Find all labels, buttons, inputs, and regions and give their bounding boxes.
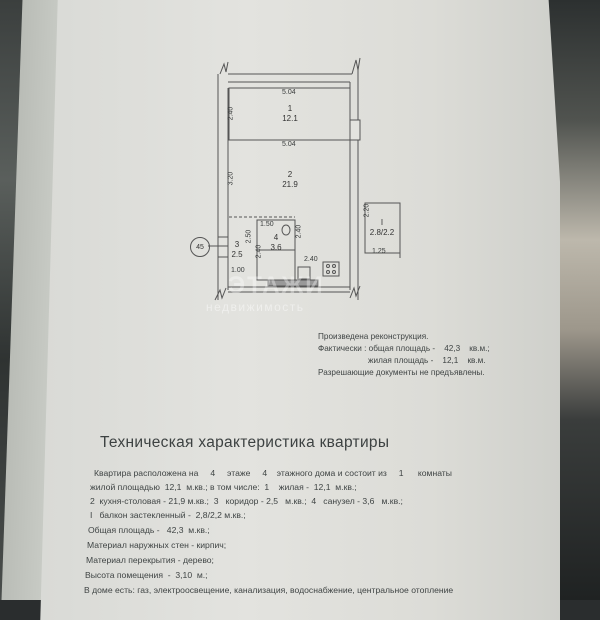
watermark-text: недвижимость <box>206 300 305 314</box>
spec-title: Техническая характеристика квартиры <box>100 434 390 451</box>
spec-line-utilities: В доме есть: газ, электроосвещение, кана… <box>84 585 454 595</box>
dim-corridor-width: 1.00 <box>231 267 245 274</box>
balcony-number: I <box>380 218 384 227</box>
note-total-area: Фактически : общая площадь - 42,3 кв.м.; <box>318 344 490 353</box>
spec-line-location: Квартира расположена на 4 этаже 4 этажно… <box>94 468 452 478</box>
note-living-area: жилая площадь - 12,1 кв.м. <box>318 356 486 365</box>
dim-middle-width: 5.04 <box>282 141 296 148</box>
dim-room2-height: 3.20 <box>227 171 235 186</box>
room-2-area: 21.9 <box>282 180 298 189</box>
floor-plan-drawing <box>208 57 401 301</box>
spec-line-ceiling: Материал перекрытия - дерево; <box>86 555 214 565</box>
room-3-area: 2.5 <box>231 250 243 259</box>
axis-marker: 45 <box>190 237 210 257</box>
room-4-area: 3.6 <box>270 243 282 252</box>
room-1-area: 12.1 <box>282 114 298 123</box>
spec-line-walls: Материал наружных стен - кирпич; <box>87 540 227 550</box>
note-reconstruction: Произведена реконструкция. <box>318 332 429 341</box>
spec-line-total-area: Общая площадь - 42,3 м.кв.; <box>88 525 210 535</box>
spec-line-height: Высота помещения - 3,10 м.; <box>85 570 208 580</box>
dim-kitchen-width: 2.40 <box>304 256 318 263</box>
room-4-number: 4 <box>273 233 279 242</box>
spec-line-rooms: 2 кухня-столовая - 21,9 м.кв.; 3 коридор… <box>90 496 403 506</box>
spec-line-living-area: жилой площадью 12,1 м.кв.; в том числе: … <box>90 482 357 492</box>
room-3-number: 3 <box>234 240 240 249</box>
room-2-number: 2 <box>287 170 293 179</box>
dim-bath-width: 1.50 <box>260 221 274 228</box>
spec-line-balcony: I балкон застекленный - 2,8/2,2 м.кв.; <box>90 510 246 520</box>
dim-bath-height-right: 2.40 <box>295 224 303 239</box>
note-permits: Разрешающие документы не предъявлены. <box>318 368 485 377</box>
dim-room1-height: 2.40 <box>227 106 235 121</box>
dim-balcony-width: 1.25 <box>372 248 386 255</box>
document-page <box>40 0 560 620</box>
balcony-area: 2.8/2.2 <box>369 228 395 237</box>
watermark-logo: ЭТАЖИ <box>228 272 325 299</box>
room-1-number: 1 <box>287 104 293 113</box>
dim-balcony-height: 2.20 <box>363 203 371 218</box>
dim-corridor-height: 2.50 <box>245 229 253 244</box>
dim-top-width: 5.04 <box>282 89 296 96</box>
dim-bath-height-left: 2.40 <box>255 244 263 259</box>
